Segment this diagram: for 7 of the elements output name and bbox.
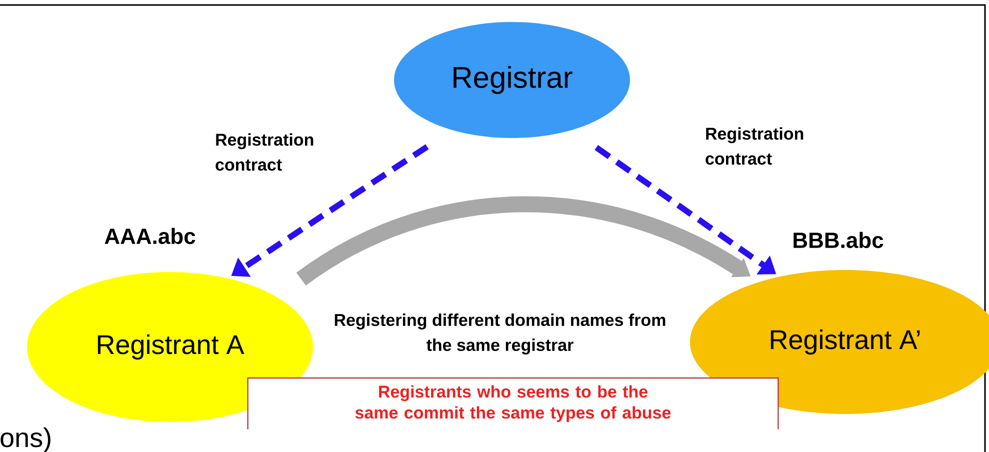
node-label: Registrants who seems to be the same commit the same types of abuse (355, 385, 671, 422)
edge-label: Registration contract (706, 127, 804, 165)
edge-label: Registration contract (216, 133, 314, 171)
abuse-note-box: Registrants who seems to be the same commit the same types of abuse (247, 377, 779, 430)
domain-name-label: BBB.abc (794, 232, 884, 248)
domain-name-label: AAA.abc (104, 228, 196, 244)
edge-label: Registering different domain names from the same registrar (334, 314, 666, 354)
